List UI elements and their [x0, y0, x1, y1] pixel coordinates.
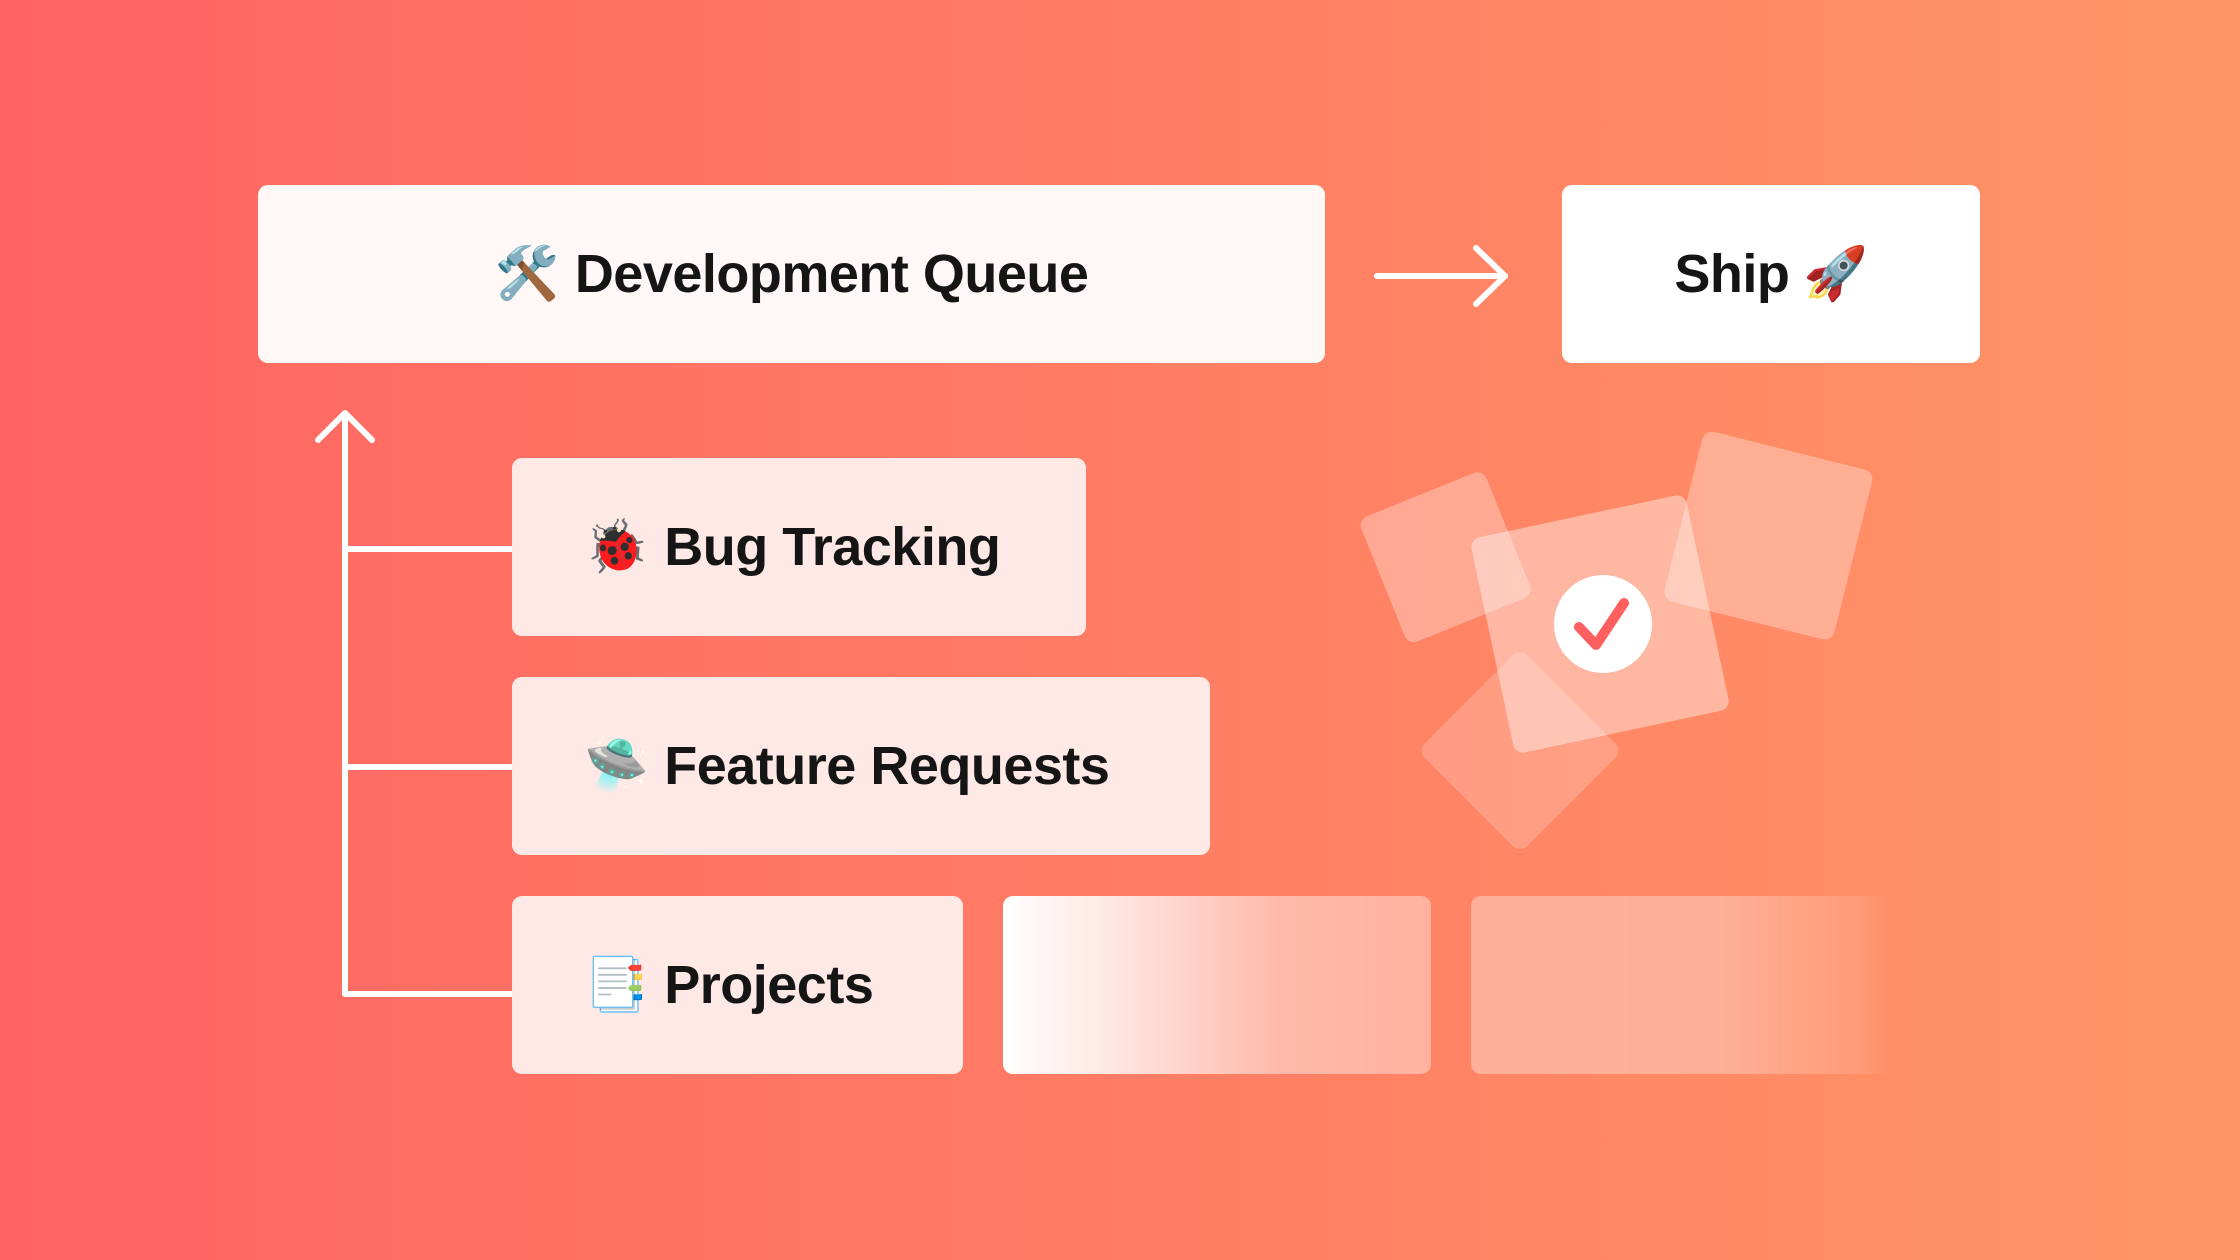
arrow-to-ship	[1374, 245, 1508, 307]
development-queue-label: Development Queue	[574, 244, 1089, 304]
rocket-icon: 🚀	[1803, 245, 1868, 303]
bug-tracking-label: Bug Tracking	[664, 517, 1001, 577]
tools-icon: 🛠️	[494, 245, 560, 303]
projects-label: Projects	[664, 955, 874, 1015]
placeholder-card	[1003, 896, 1431, 1074]
feature-requests-node: 🛸 Feature Requests	[512, 677, 1210, 855]
branch-lines	[345, 546, 512, 997]
documents-icon: 📑	[584, 956, 649, 1014]
ladybug-icon: 🐞	[584, 518, 649, 576]
ship-label: Ship	[1674, 244, 1790, 304]
ufo-icon: 🛸	[584, 737, 649, 795]
development-queue-node: 🛠️ Development Queue	[258, 185, 1325, 363]
feature-requests-label: Feature Requests	[664, 736, 1110, 796]
arrow-up-to-queue	[315, 410, 375, 997]
placeholder-card	[1471, 896, 1891, 1074]
ship-node: Ship 🚀	[1562, 185, 1980, 363]
checkmark-cards-icon	[1360, 431, 1873, 850]
projects-node: 📑 Projects	[512, 896, 963, 1074]
bug-tracking-node: 🐞 Bug Tracking	[512, 458, 1086, 636]
